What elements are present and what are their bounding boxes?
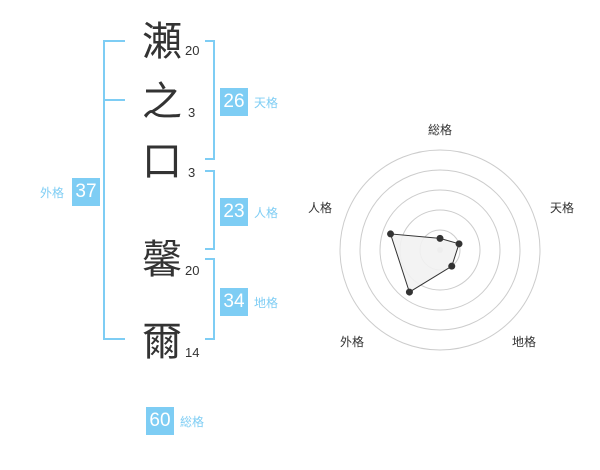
- tenkaku-bracket-bottom: [205, 158, 215, 160]
- chikaku-label: 地格: [254, 296, 279, 310]
- soukaku-label: 総格: [180, 415, 205, 429]
- jinkaku-label: 人格: [254, 206, 279, 220]
- radar-ring-3: [379, 189, 501, 311]
- axis-label-chikaku: 地格: [512, 334, 536, 349]
- radar-point-3: [448, 262, 456, 270]
- chikaku-value: 34: [220, 288, 248, 316]
- jinkaku-bracket-line: [213, 170, 215, 250]
- gaikaku-bracket-bottom: [103, 338, 125, 340]
- jinkaku-value: 23: [220, 198, 248, 226]
- tenkaku-label: 天格: [254, 96, 279, 110]
- chikaku-bracket-top: [205, 258, 215, 260]
- axis-label-jinkaku: 人格: [308, 200, 332, 215]
- gaikaku-label: 外格: [40, 186, 65, 200]
- name-char-3: 口: [142, 139, 182, 185]
- tenkaku-bracket-line: [213, 40, 215, 160]
- stroke-count-3: 3: [188, 165, 196, 180]
- chikaku-bracket-bottom: [205, 338, 215, 340]
- chikaku-bracket-line: [213, 258, 215, 340]
- radar-point-1: [436, 234, 444, 242]
- jinkaku-bracket-bottom: [205, 248, 215, 250]
- radar-point-2: [455, 240, 463, 248]
- stroke-count-1: 20: [185, 43, 200, 58]
- axis-label-soukaku: 総格: [428, 122, 452, 137]
- gaikaku-bracket-line: [103, 40, 105, 340]
- name-char-1: 瀬: [142, 19, 182, 65]
- stroke-count-2: 3: [188, 105, 196, 120]
- axis-label-gaikaku: 外格: [340, 334, 364, 349]
- stroke-count-5: 14: [185, 345, 200, 360]
- radar-point-5: [387, 230, 395, 238]
- jinkaku-bracket-top: [205, 170, 215, 172]
- gaikaku-bracket-tick: [103, 99, 125, 101]
- radar-point-4: [405, 288, 413, 296]
- stroke-count-4: 20: [185, 263, 200, 278]
- soukaku-value: 60: [146, 407, 174, 435]
- name-char-5: 爾: [142, 319, 182, 365]
- radar-area: [389, 233, 460, 293]
- tenkaku-value: 26: [220, 88, 248, 116]
- radar-ring-4: [359, 169, 521, 331]
- axis-label-tenkaku: 天格: [550, 200, 574, 215]
- name-char-2: 之: [142, 79, 182, 125]
- name-char-4: 馨: [142, 237, 182, 283]
- radar-ring-5: [339, 149, 541, 351]
- gaikaku-value: 37: [72, 178, 100, 206]
- tenkaku-bracket-top: [205, 40, 215, 42]
- radar-points: [387, 230, 463, 296]
- gaikaku-bracket-top: [103, 40, 125, 42]
